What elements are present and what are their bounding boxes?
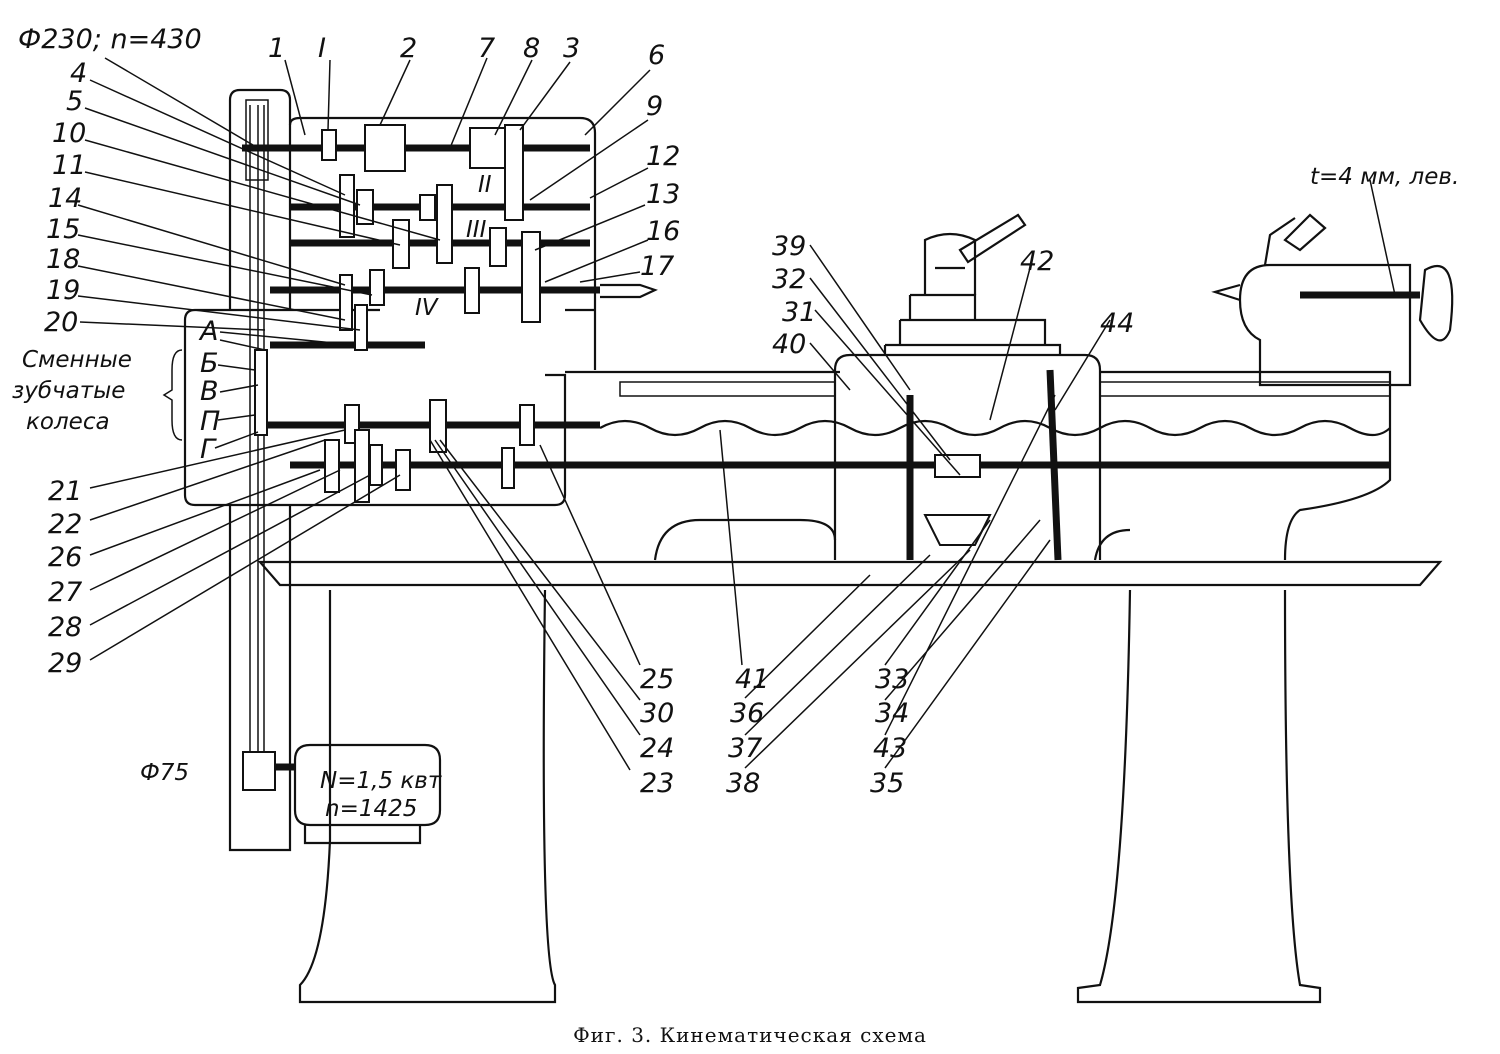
label-6: 6 [648,40,665,71]
label-4: 4 [70,58,87,89]
label-13: 13 [646,179,680,210]
label-7: 7 [478,33,495,64]
label-34: 34 [875,698,909,729]
label-18: 18 [46,244,80,275]
label-9: 9 [646,91,663,122]
label-shaft-II: II [478,172,492,198]
gears [254,124,992,546]
label-gear-V: В [200,376,219,407]
label-35: 35 [870,768,904,799]
label-23: 23 [640,768,674,799]
machine-structure [183,88,1454,1004]
label-42: 42 [1020,246,1054,277]
label-44: 44 [1100,308,1134,339]
label-10: 10 [52,118,86,149]
label-gear-A: А [198,316,218,347]
label-shaft-III: III [466,217,487,243]
label-37: 37 [728,733,762,764]
label-27: 27 [48,577,82,608]
label-2: 2 [400,33,417,64]
label-11: 11 [52,150,86,181]
brace [162,349,183,441]
label-26: 26 [48,542,82,573]
label-shaft-I: I [318,33,326,64]
label-motor-power: N=1,5 квт [320,768,442,794]
label-change-gears-3: колеса [26,409,110,435]
label-pulley-top: Ф230; n=430 [18,24,202,55]
label-25: 25 [640,664,674,695]
label-3: 3 [563,33,580,64]
label-1: 1 [268,33,285,64]
label-39: 39 [772,231,806,262]
label-change-gears-1: Сменные [22,347,132,373]
label-43: 43 [873,733,907,764]
label-14: 14 [48,183,82,214]
label-pulley-motor: Ф75 [140,760,189,786]
shafts [242,144,1420,771]
label-36: 36 [730,698,764,729]
label-29: 29 [48,648,82,679]
label-8: 8 [523,33,540,64]
leader-lines [77,57,1396,771]
figure-caption: Фиг. 3. Кинематическая схема [573,1023,927,1047]
label-gear-G: Г [200,434,217,465]
label-40: 40 [772,329,806,360]
label-shaft-IV: IV [415,295,440,321]
label-19: 19 [46,275,80,306]
label-24: 24 [640,733,674,764]
label-33: 33 [875,664,909,695]
label-21: 21 [48,476,82,507]
label-28: 28 [48,612,82,643]
label-gear-P: П [200,406,220,437]
label-5: 5 [66,86,83,117]
label-31: 31 [782,297,816,328]
label-22: 22 [48,509,82,540]
label-gear-B: Б [200,348,219,379]
label-20: 20 [44,307,78,338]
label-32: 32 [772,264,806,295]
label-16: 16 [646,216,680,247]
labels: Ф230; n=430 1 I 2 7 8 3 6 9 12 13 16 17 … [12,24,1459,1047]
label-41: 41 [735,664,769,695]
label-thread: t=4 мм, лев. [1310,164,1459,190]
label-17: 17 [640,251,674,282]
label-15: 15 [46,214,80,245]
label-change-gears-2: зубчатые [12,378,125,404]
label-12: 12 [646,141,680,172]
label-30: 30 [640,698,674,729]
label-38: 38 [726,768,760,799]
label-motor-speed: n=1425 [325,796,417,822]
